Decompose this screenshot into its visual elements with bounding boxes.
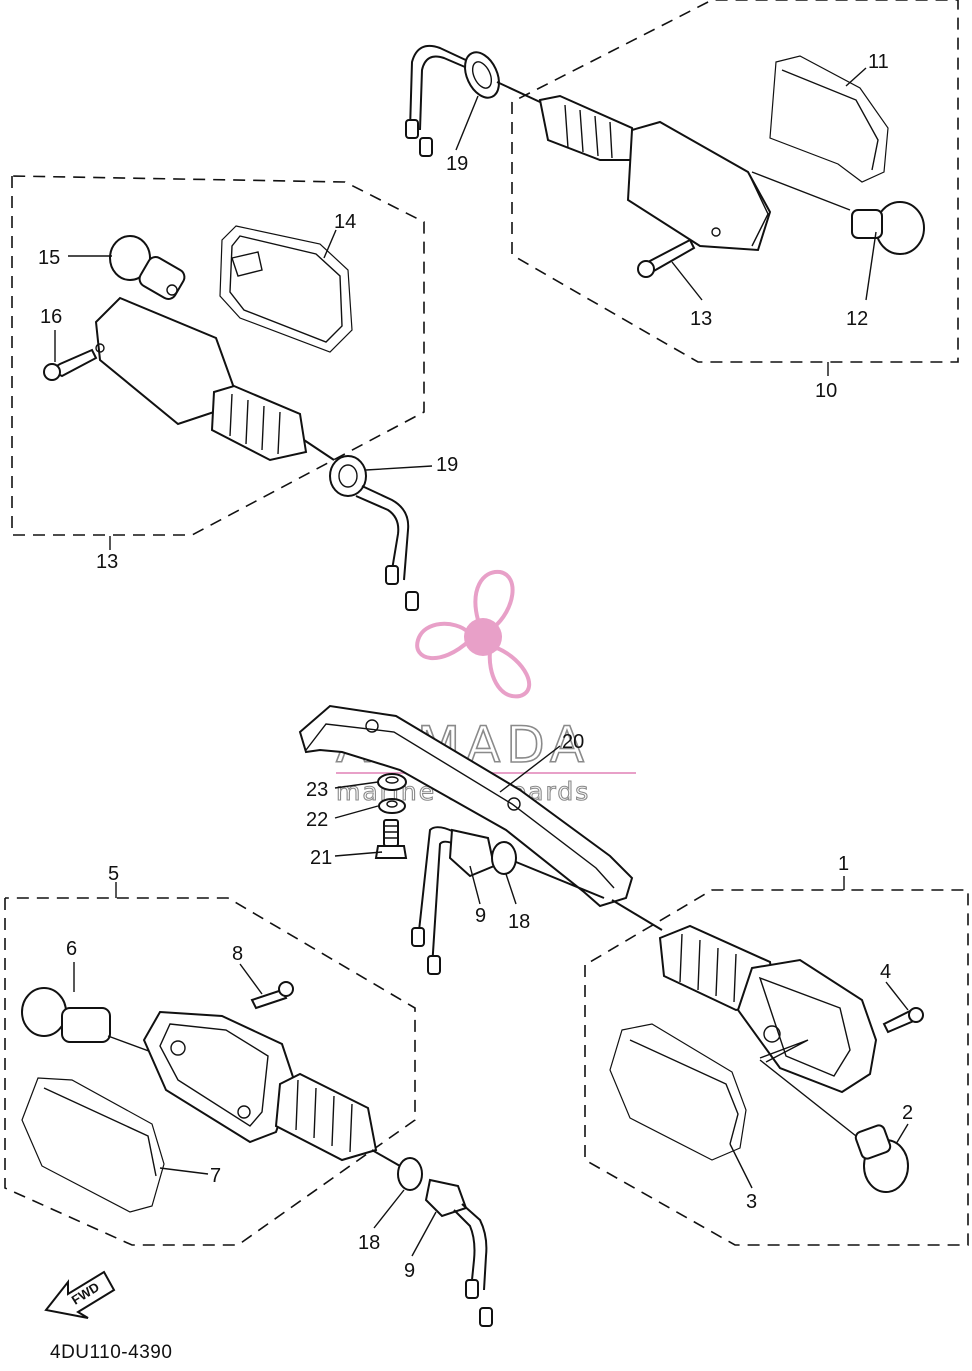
assembly-10-rear-right-flasher [405, 0, 959, 363]
callout-9-lower: 9 [404, 1260, 415, 1282]
center-harness [411, 826, 605, 975]
leader-lines [54, 67, 909, 1257]
callout-14: 13 [96, 551, 118, 573]
callout-20: 20 [562, 731, 584, 753]
fasteners-21-23 [374, 773, 408, 859]
callout-18-lower: 18 [358, 1232, 380, 1254]
callout-3: 3 [746, 1191, 757, 1213]
callout-13: 13 [690, 308, 712, 330]
assembly-14-rear-left-flasher [11, 175, 425, 611]
callout-8: 8 [232, 943, 243, 965]
propeller-logo-icon [415, 569, 532, 699]
callout-19-top: 19 [446, 153, 468, 175]
callout-21: 21 [310, 847, 332, 869]
callout-22: 22 [306, 809, 328, 831]
callout-19-left: 19 [436, 454, 458, 476]
callout-16: 15 [38, 247, 60, 269]
callout-15: 14 [334, 211, 356, 233]
callout-2: 2 [902, 1102, 913, 1124]
callout-10: 10 [815, 380, 837, 402]
callout-12: 12 [846, 308, 868, 330]
callout-5: 5 [108, 863, 119, 885]
fwd-arrow-icon: FWD [44, 1270, 116, 1319]
callout-23: 23 [306, 779, 328, 801]
callout-6: 6 [66, 938, 77, 960]
assembly-1-front-right-flasher [584, 889, 969, 1246]
callout-4: 4 [880, 961, 891, 983]
bracket-20 [298, 704, 663, 931]
callout-9-center: 9 [475, 905, 486, 927]
callout-1: 1 [838, 853, 849, 875]
callout-labels: 11 12 13 10 19 14 15 16 19 13 20 23 22 2… [38, 51, 913, 1282]
callout-7: 7 [210, 1165, 221, 1187]
assembly-5-front-left-flasher [4, 897, 493, 1327]
callout-18-center: 18 [508, 911, 530, 933]
callout-11: 11 [868, 51, 889, 73]
catalog-code: 4DU110-4390 [50, 1342, 172, 1363]
callout-17: 16 [40, 306, 62, 328]
